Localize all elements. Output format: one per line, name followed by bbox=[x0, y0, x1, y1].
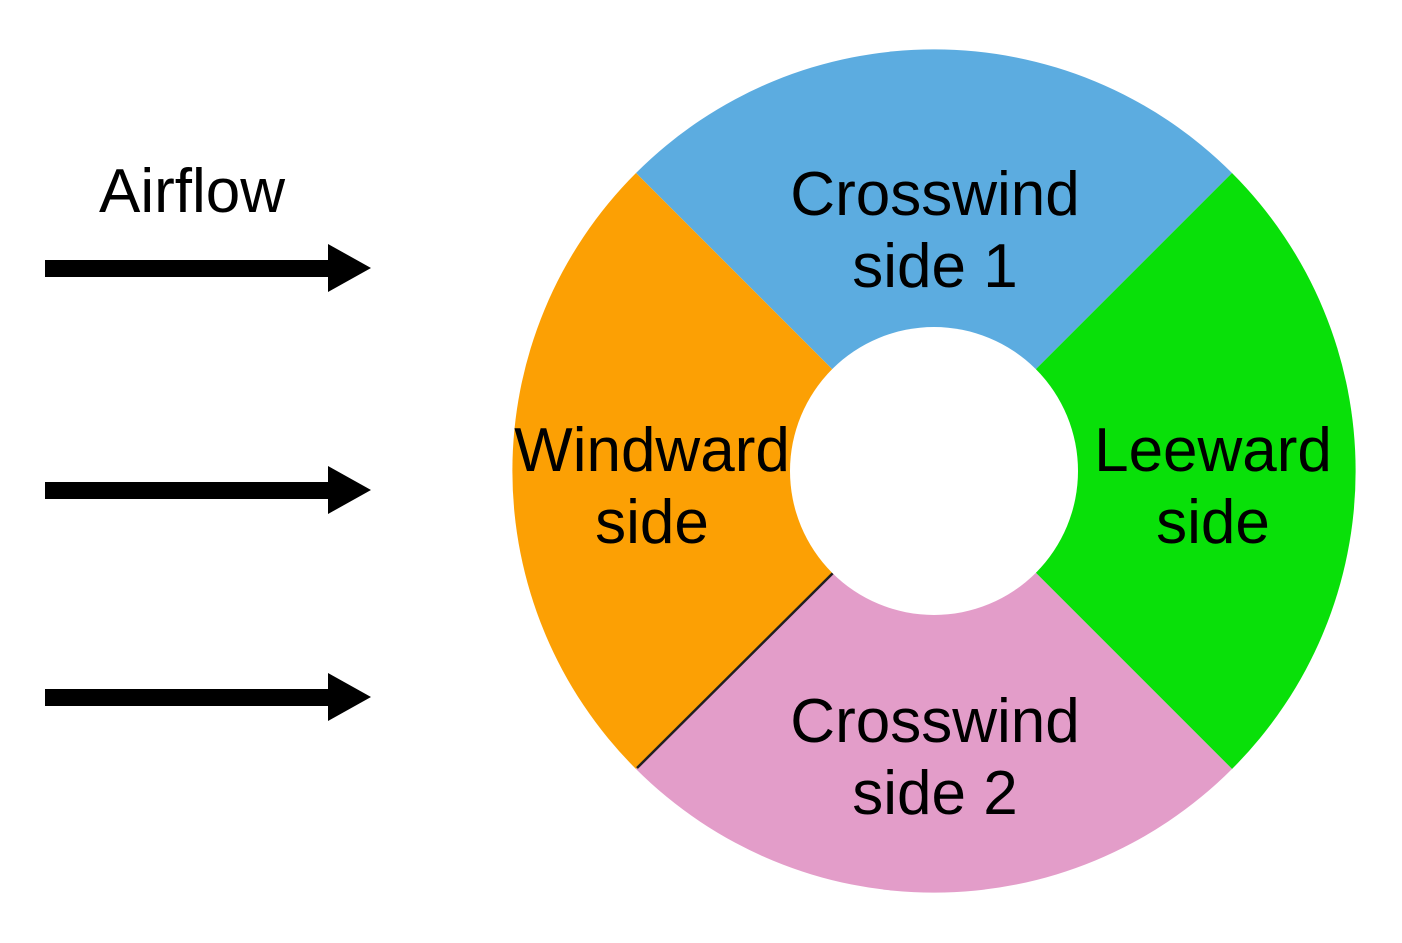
arrow-shaft bbox=[45, 482, 329, 499]
arrow-shaft bbox=[45, 260, 329, 277]
windward-crosswind2-divider-line bbox=[636, 572, 834, 769]
segment-crosswind-side-2 bbox=[636, 471, 1232, 893]
leeward-side-label: Leeward side bbox=[1094, 416, 1332, 557]
airflow-arrow-bottom bbox=[45, 673, 371, 721]
segment-crosswind-side-1 bbox=[636, 49, 1232, 471]
segment-windward-side bbox=[512, 173, 934, 769]
arrow-head-icon bbox=[328, 673, 371, 721]
crosswind-side-1-label: Crosswind side 1 bbox=[790, 160, 1080, 301]
arrow-head-icon bbox=[328, 466, 371, 514]
segment-leeward-side bbox=[934, 173, 1356, 769]
airflow-label: Airflow bbox=[98, 157, 286, 227]
arrow-shaft bbox=[45, 689, 329, 706]
airflow-arrow-top bbox=[45, 244, 371, 292]
windward-side-label: Windward side bbox=[514, 416, 790, 557]
arrow-head-icon bbox=[328, 244, 371, 292]
wheel-center-hole bbox=[790, 327, 1078, 615]
crosswind-side-2-label: Crosswind side 2 bbox=[790, 687, 1080, 828]
airflow-arrow-middle bbox=[45, 466, 371, 514]
